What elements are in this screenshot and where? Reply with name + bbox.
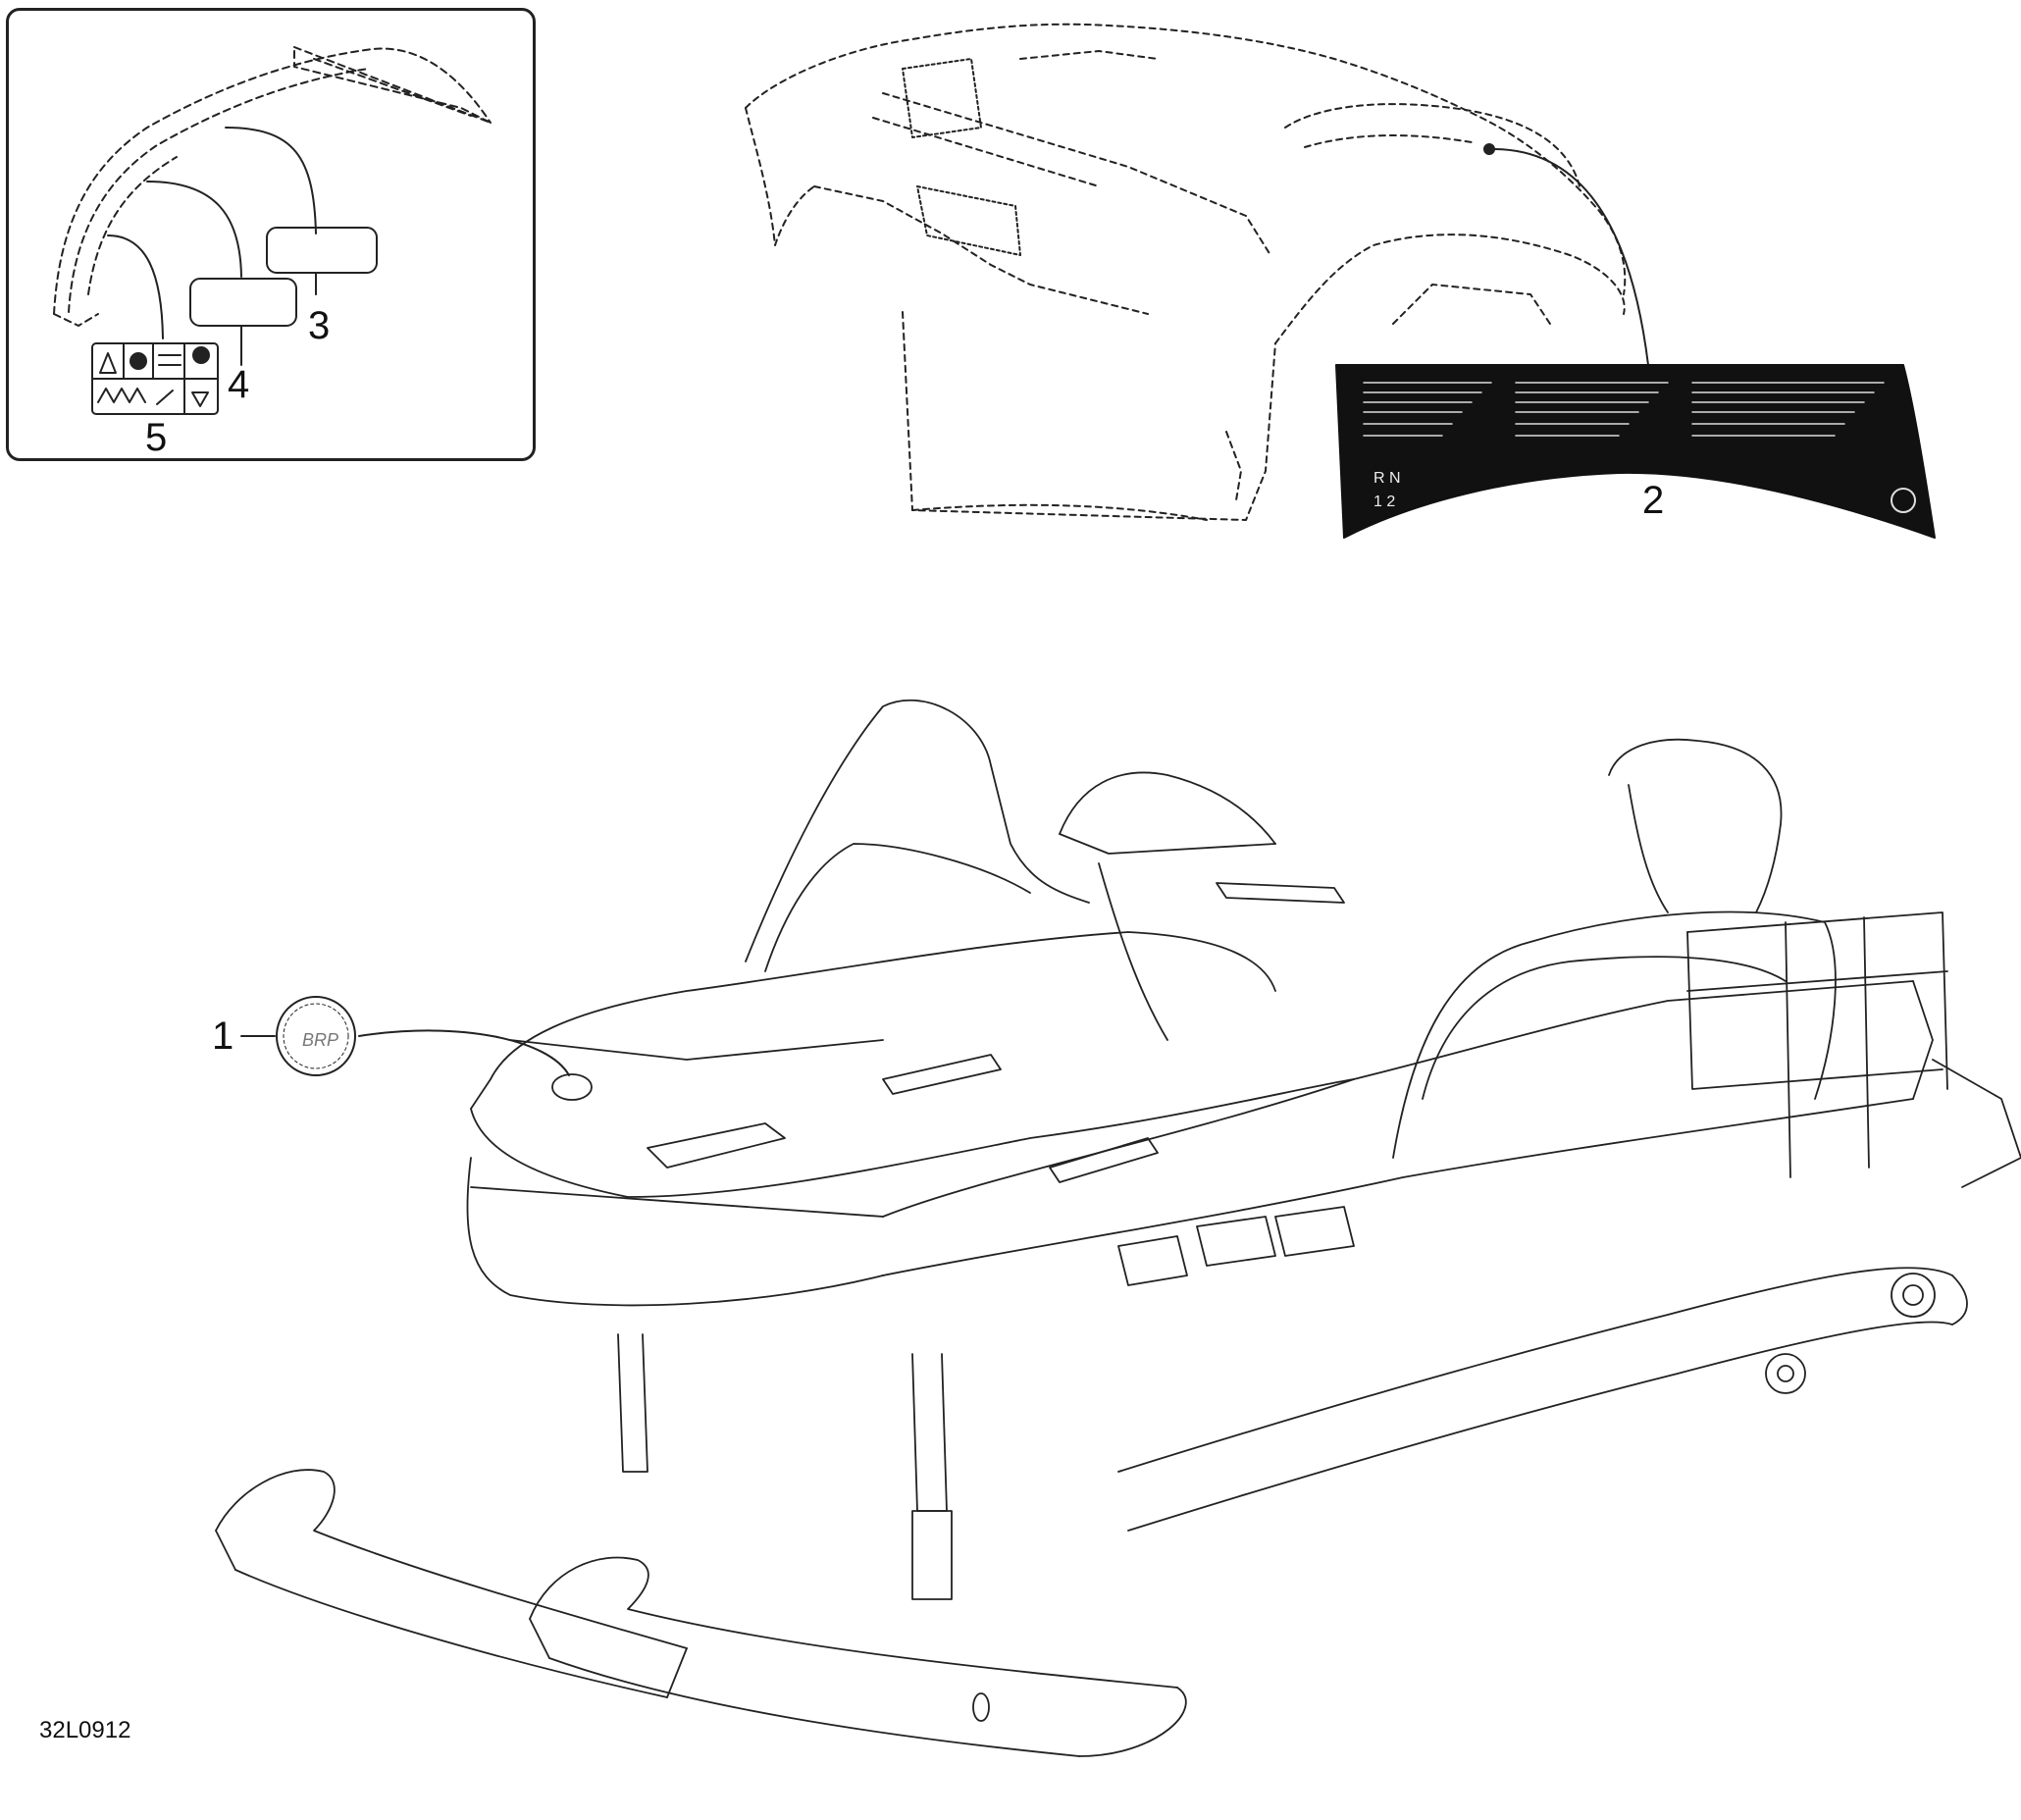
figure-code: 32L0912 <box>39 1717 131 1743</box>
console-panel-outline <box>745 23 1627 521</box>
decal-4-shape <box>189 278 297 327</box>
decal-2-gear-top: R N <box>1373 470 1401 487</box>
callout-2: 2 <box>1642 479 1665 522</box>
snowmobile-outline <box>215 699 2021 1757</box>
decal-2-text-lines <box>1363 382 1885 437</box>
decal-1-badge-text: BRP <box>302 1030 338 1050</box>
decal-5-shape <box>91 342 219 415</box>
console-vents <box>902 58 1021 256</box>
decal-2-seal-icon <box>1891 488 1916 513</box>
decal-1-leader-hood <box>358 1029 570 1076</box>
decal-2-gear-bottom: 1 2 <box>1373 494 1395 510</box>
detail-inset-frame <box>6 8 536 461</box>
callout-5: 5 <box>145 416 168 459</box>
decal-3-shape <box>266 227 378 274</box>
callout-1: 1 <box>212 1014 234 1058</box>
decal-1-badge <box>276 996 356 1076</box>
decal-2-shape <box>1335 364 1936 539</box>
inset-leaders <box>107 127 317 366</box>
callout-3: 3 <box>308 304 331 347</box>
decal-2-leader <box>1488 147 1649 366</box>
inset-cover-outline <box>53 46 492 327</box>
hood-badge-spot <box>551 1073 593 1101</box>
callout-4: 4 <box>228 363 250 406</box>
